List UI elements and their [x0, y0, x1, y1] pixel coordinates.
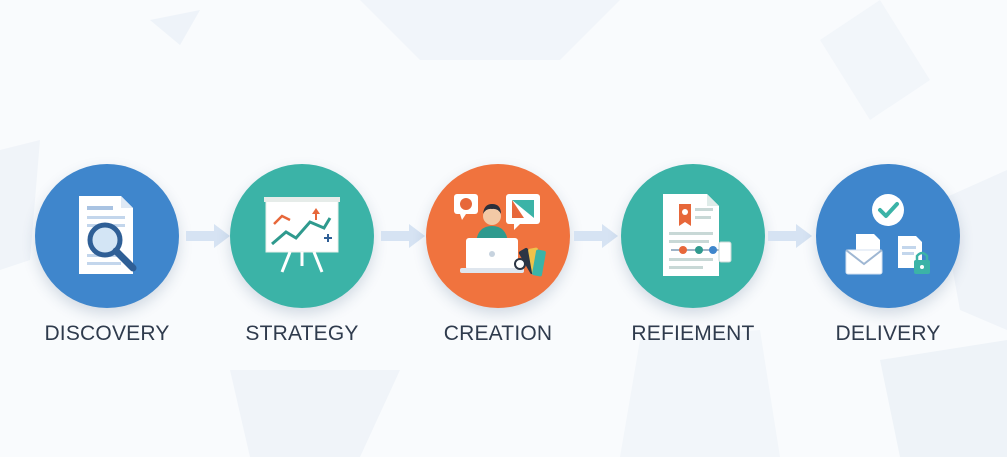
step-discovery: DISCOVERY: [17, 164, 197, 354]
step-creation-circle: [426, 164, 570, 308]
step-refinement: REFIEMENT: [603, 164, 783, 354]
arrow-right-icon: [574, 224, 618, 248]
presentation-board-icon: [264, 197, 340, 273]
arrow-right-icon: [768, 224, 812, 248]
delivery-check-icon: [845, 194, 930, 275]
step-label: DISCOVERY: [44, 322, 170, 345]
edited-document-icon: [663, 194, 732, 276]
step-creation: CREATION: [408, 164, 588, 354]
arrow-right-icon: [186, 224, 230, 248]
step-label: STRATEGY: [245, 322, 359, 345]
step-delivery: DELIVERY: [798, 164, 978, 354]
step-strategy: STRATEGY: [212, 164, 392, 354]
step-discovery-circle: [35, 164, 179, 308]
step-delivery-circle: [816, 164, 960, 308]
step-strategy-circle: [230, 164, 374, 308]
step-label: REFIEMENT: [631, 322, 755, 345]
step-refinement-circle: [621, 164, 765, 308]
step-label: DELIVERY: [835, 322, 941, 345]
arrow-right-icon: [381, 224, 425, 248]
step-label: CREATION: [443, 322, 553, 345]
document-magnifier-icon: [79, 196, 137, 274]
designer-laptop-icon: [454, 194, 546, 277]
